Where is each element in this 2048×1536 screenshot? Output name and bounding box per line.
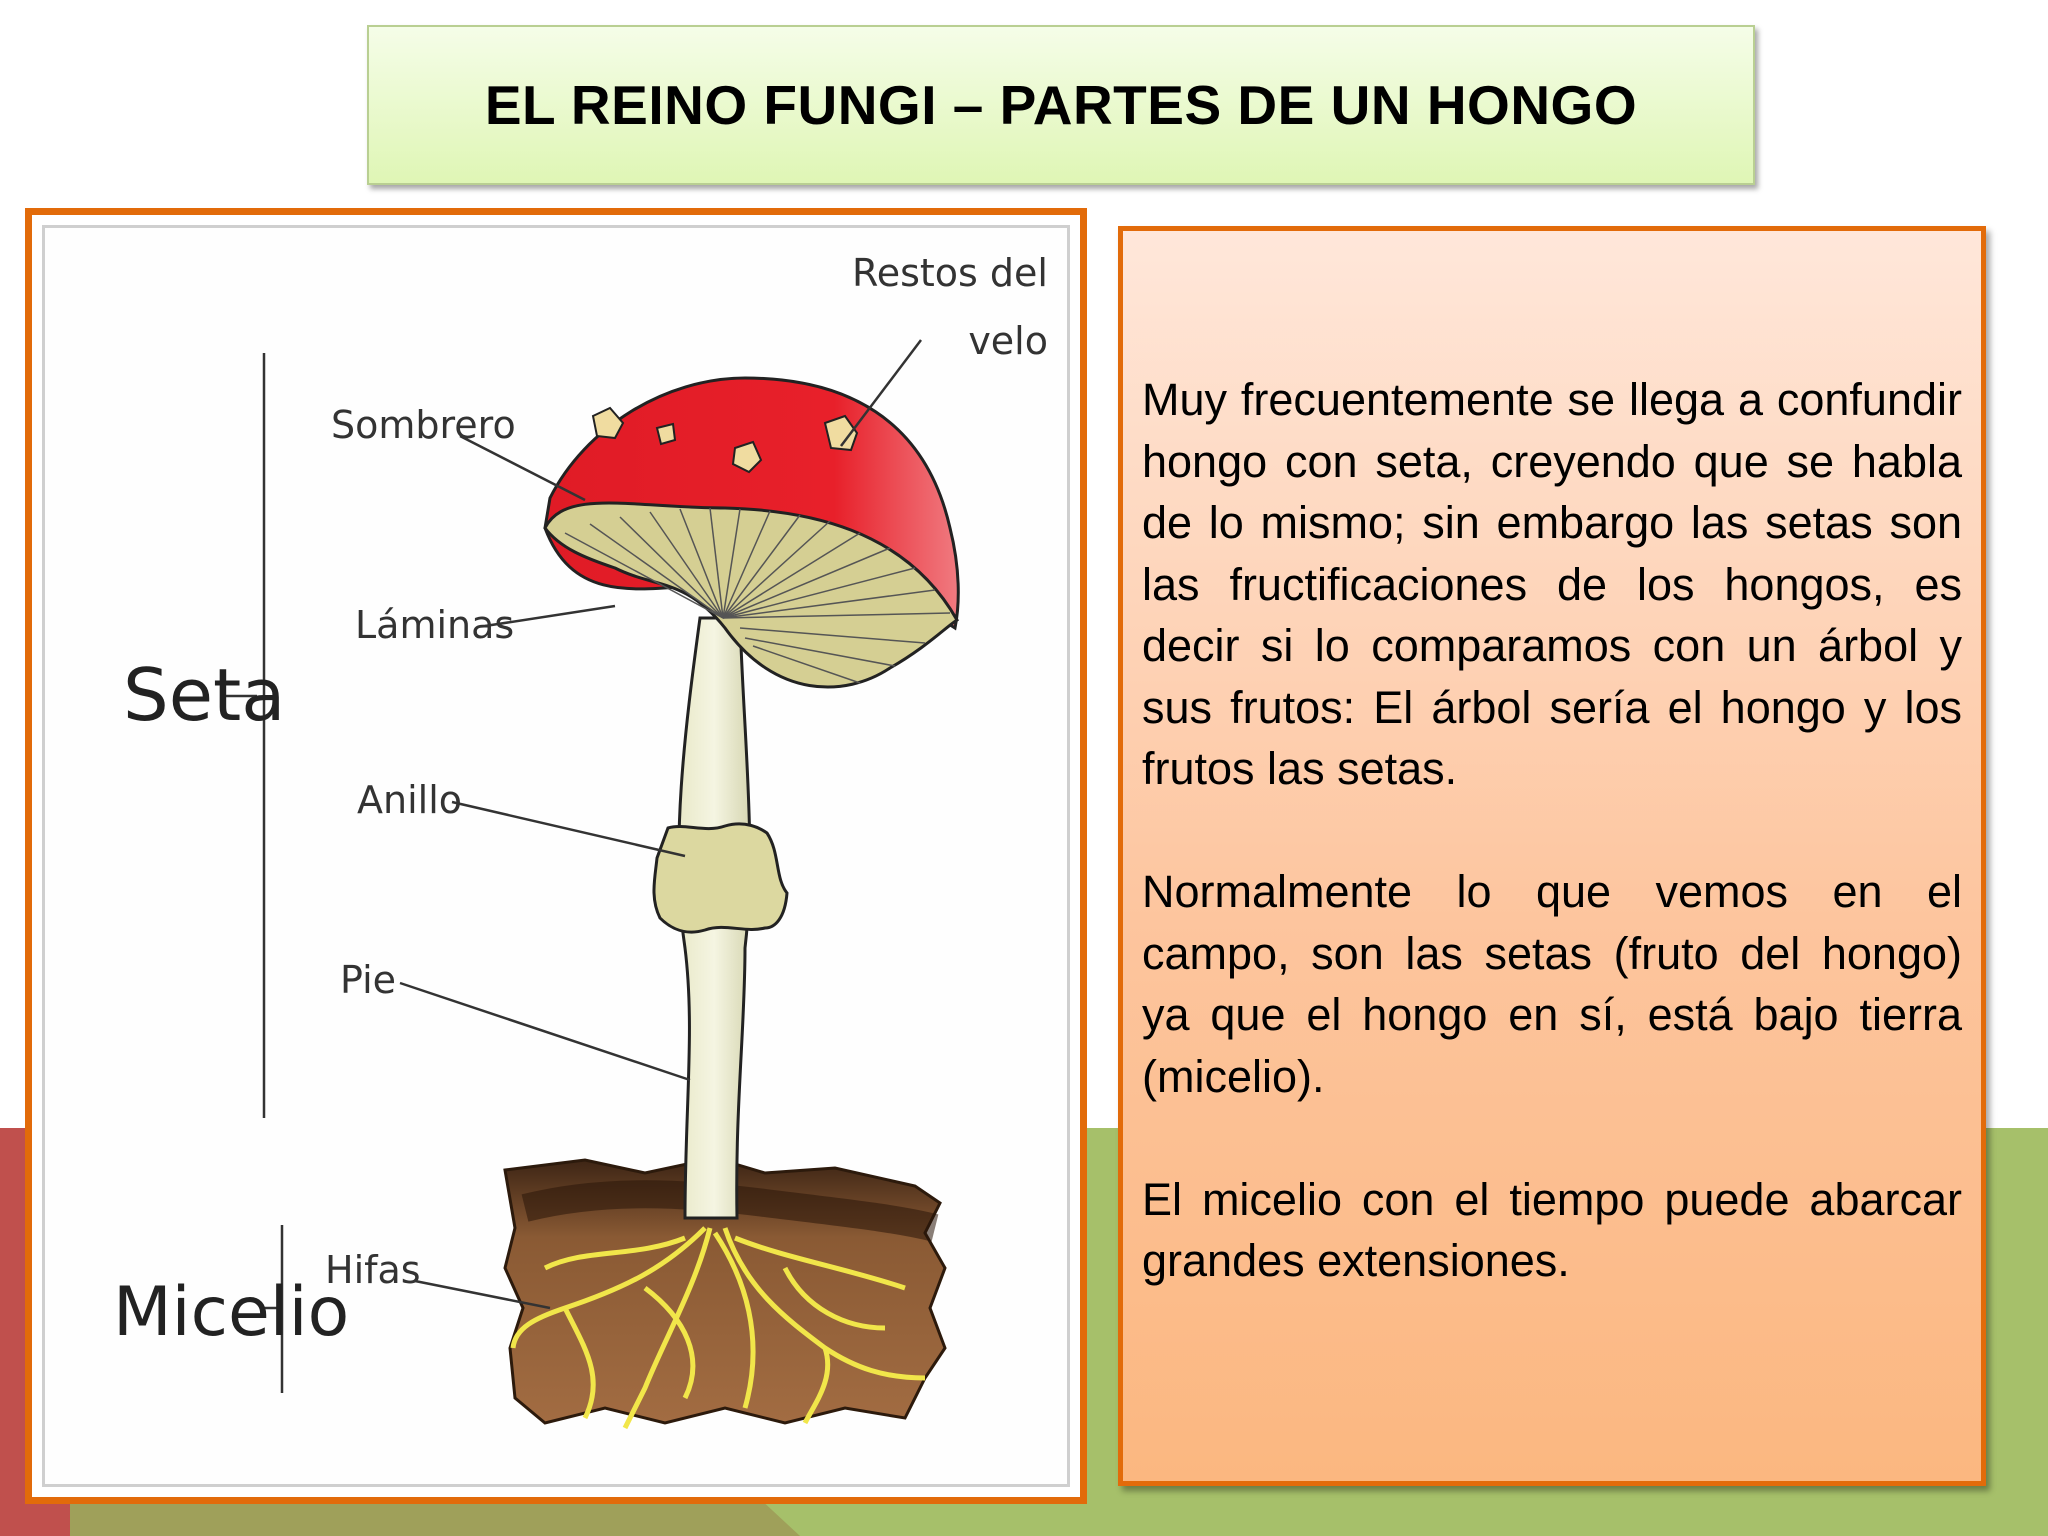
label-restos-line2: velo bbox=[968, 319, 1048, 363]
label-laminas: Láminas bbox=[355, 603, 514, 647]
mushroom-diagram-frame: Seta Micelio Sombrero Láminas Anillo Pie… bbox=[25, 208, 1087, 1504]
label-sombrero: Sombrero bbox=[331, 403, 516, 447]
label-anillo: Anillo bbox=[357, 778, 462, 822]
label-restos-line1: Restos del bbox=[852, 251, 1048, 295]
description-text: Muy frecuentemente se llega a confundir … bbox=[1142, 369, 1962, 1353]
paragraph-3: El micelio con el tiempo puede abarcar g… bbox=[1142, 1173, 1962, 1287]
mushroom-illustration: Seta Micelio Sombrero Láminas Anillo Pie… bbox=[113, 251, 1048, 1430]
label-pie: Pie bbox=[340, 958, 396, 1002]
pointer-lines bbox=[399, 339, 922, 1310]
description-panel: Muy frecuentemente se llega a confundir … bbox=[1118, 226, 1986, 1486]
paragraph-1: Muy frecuentemente se llega a confundir … bbox=[1142, 374, 1962, 794]
paragraph-2: Normalmente lo que vemos en el campo, so… bbox=[1142, 866, 1962, 1102]
label-hifas: Hifas bbox=[325, 1248, 421, 1292]
title-banner: EL REINO FUNGI – PARTES DE UN HONGO bbox=[367, 25, 1755, 185]
veil-remnants bbox=[591, 406, 859, 474]
hyphae bbox=[510, 1226, 926, 1430]
gills bbox=[543, 501, 959, 689]
ring bbox=[652, 822, 789, 934]
slide-title: EL REINO FUNGI – PARTES DE UN HONGO bbox=[484, 74, 1638, 136]
gill-lines bbox=[564, 507, 951, 684]
label-seta: Seta bbox=[123, 653, 285, 737]
label-micelio: Micelio bbox=[113, 1273, 349, 1352]
mushroom-diagram: Seta Micelio Sombrero Láminas Anillo Pie… bbox=[42, 225, 1070, 1487]
